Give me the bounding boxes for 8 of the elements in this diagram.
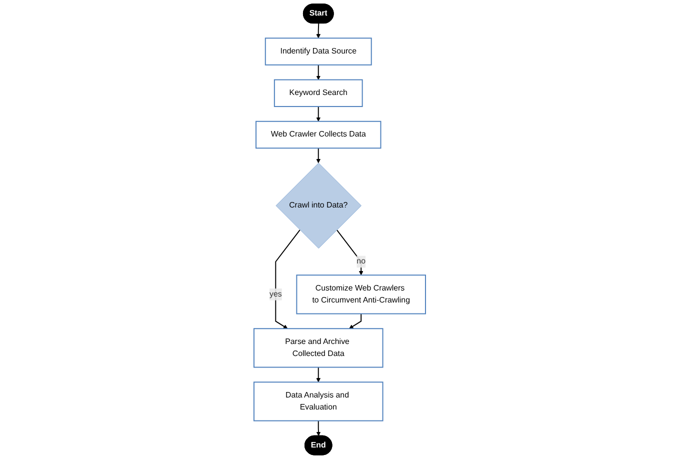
arrow bbox=[274, 229, 300, 329]
arrow bbox=[316, 420, 320, 436]
arrow bbox=[348, 313, 362, 329]
arrow bbox=[316, 23, 320, 38]
arrow bbox=[316, 106, 320, 122]
arrow bbox=[316, 148, 320, 164]
arrow bbox=[316, 366, 320, 382]
arrow bbox=[316, 64, 320, 80]
